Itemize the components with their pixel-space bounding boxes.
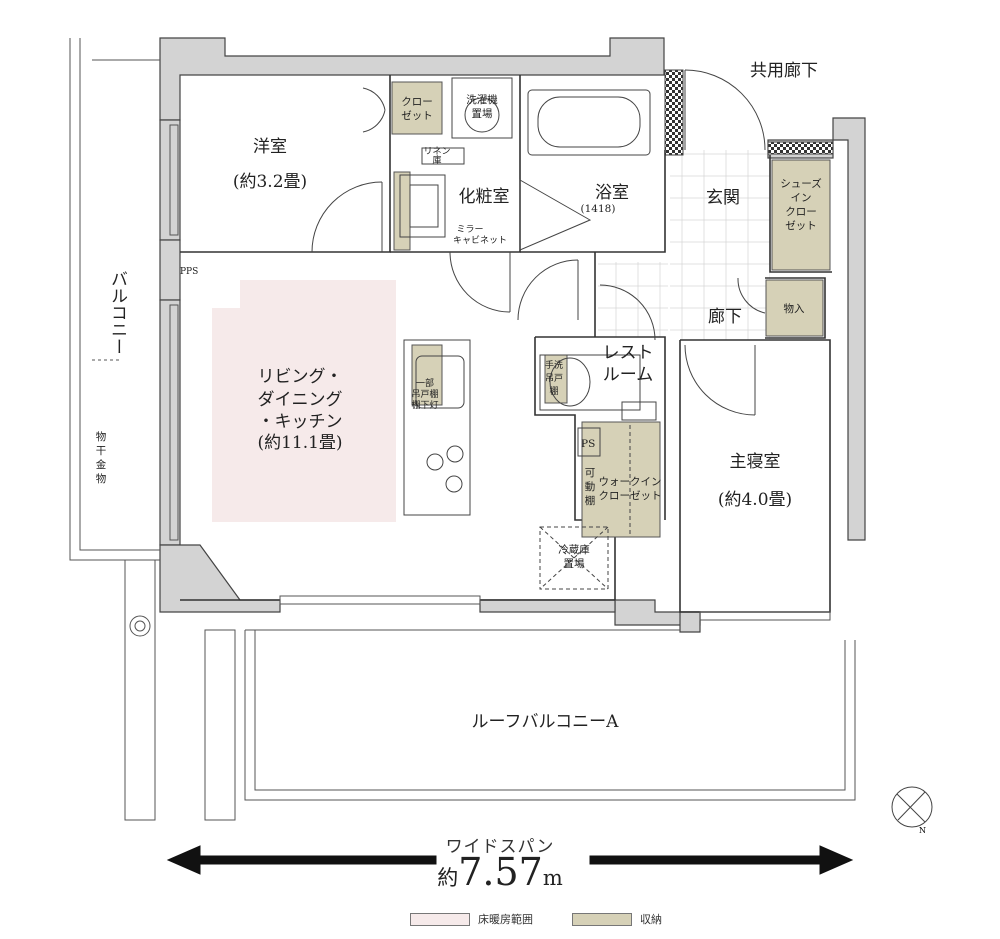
mirror-cabinet-label-2: キャビネット: [453, 235, 507, 246]
linen-label-2: 庫: [432, 154, 441, 166]
western-room-size: (約3.2畳): [233, 172, 307, 192]
roof-balcony-label: ルーフバルコニーA: [472, 712, 620, 732]
wide-span-title: ワイドスパン: [445, 837, 555, 857]
compass-north: N: [919, 826, 926, 835]
master-bedroom-name: 主寝室: [730, 451, 781, 472]
wide-span-prefix: 約: [437, 866, 459, 890]
hallway-label: 廊下: [708, 307, 742, 327]
shoes-closet-label-3: クロー: [785, 206, 817, 218]
closet-label-2: ゼット: [401, 110, 433, 122]
movable-shelf-3: 棚: [585, 494, 596, 507]
movable-shelf-1: 可: [585, 467, 596, 479]
ldk-label-3: ・キッチン: [258, 412, 343, 432]
fridge-label-2: 置場: [564, 557, 585, 570]
walk-in-closet-label-2: クローゼット: [599, 490, 662, 502]
walk-in-closet-label-1: ウォークイン: [599, 476, 662, 488]
balcony-label: バルコニー: [107, 270, 127, 355]
legend-storage: 収納: [572, 910, 662, 928]
drying-hardware-3: 金: [96, 458, 107, 471]
corridor-wall-2: [767, 141, 834, 155]
ldk-size: (約11.1畳): [257, 433, 342, 453]
toilet-cabinet-label-2: 吊戸: [545, 373, 563, 384]
restroom-label-1: レスト: [603, 343, 654, 363]
linen-label-1: リネン: [423, 146, 450, 157]
legend-swatch-storage: [572, 912, 632, 926]
ldk-label-2: ダイニング: [258, 390, 343, 410]
common-corridor-label: 共用廊下: [750, 61, 818, 81]
wide-span-unit: m: [542, 866, 563, 890]
master-bedroom-size: (約4.0畳): [718, 490, 792, 510]
fixtures: [399, 77, 657, 590]
partitions: [180, 75, 832, 613]
legend-floor-heating: 床暖房範囲: [410, 910, 533, 928]
legend-swatch-floor-heating: [410, 912, 470, 926]
bath-size: (1418): [581, 203, 616, 215]
balconies: [69, 38, 856, 821]
floor-heating-area: [212, 280, 396, 522]
kitchen-cabinet-label-3: 棚下灯: [411, 399, 438, 411]
legend-label-floor-heating: 床暖房範囲: [478, 913, 533, 926]
vanity-room-label: 化粧室: [459, 187, 510, 207]
pps-label: PPS: [180, 267, 198, 277]
ps-label: PS: [581, 438, 595, 450]
compass: [891, 786, 933, 828]
corridor-wall: [664, 69, 684, 156]
doors: [311, 69, 766, 416]
shoes-closet-label-1: シューズ: [780, 177, 821, 190]
entrance-label: 玄関: [706, 188, 740, 208]
span-arrow: [166, 845, 854, 875]
drying-hardware-4: 物: [96, 472, 107, 485]
fridge-label-1: 冷蔵庫: [558, 543, 590, 556]
wide-span-number: 7.57: [458, 850, 543, 894]
ldk-label-1: リビング・: [258, 367, 343, 387]
bath-label: 浴室: [595, 183, 629, 203]
mirror-cabinet-label-1: ミラー: [456, 224, 483, 235]
shoes-closet-label-2: イン: [791, 192, 812, 204]
washer-label-1: 洗濯機: [466, 93, 498, 106]
hallway-tiles: [598, 262, 668, 337]
drying-hardware-2: 干: [96, 445, 107, 457]
drying-hardware-1: 物: [96, 430, 107, 443]
toilet-cabinet-label-1: 手洗: [545, 359, 563, 371]
movable-shelf-2: 動: [585, 480, 596, 493]
shoes-closet-label-4: ゼット: [785, 220, 817, 232]
western-room-name: 洋室: [253, 137, 287, 157]
storage-room-label: 物入: [784, 302, 805, 315]
toilet-cabinet-label-3: 棚: [549, 385, 558, 397]
kitchen-cabinet-label-2: 吊戸棚: [411, 388, 438, 400]
legend-label-storage: 収納: [640, 913, 662, 926]
windows: [169, 124, 831, 621]
restroom-label-2: ルーム: [603, 365, 654, 385]
wide-span-value: 約7.57m: [0, 850, 1000, 894]
kitchen-cabinet-label-1: 一部: [416, 377, 434, 389]
storage-areas: [391, 81, 831, 538]
washer-label-2: 置場: [472, 107, 493, 120]
closet-label-1: クロー: [401, 96, 433, 108]
